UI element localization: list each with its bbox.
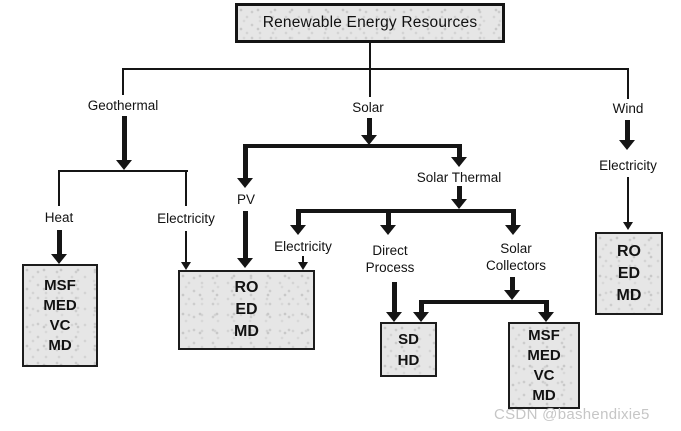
arrow-heat-to-box-shaft [57, 230, 62, 254]
arrow-collectors-to-sd-head [413, 312, 429, 322]
box-line: MED [527, 346, 561, 364]
node-solar-thermal: Solar Thermal [416, 170, 502, 185]
box-line: HD [397, 351, 420, 369]
box-line: ED [617, 264, 641, 282]
box-wind-electricity-technologies: RO ED MD [595, 232, 663, 315]
arrow-elecsolar-to-box-shaft [302, 256, 304, 263]
arrow-collectors-split-shaft [510, 277, 515, 290]
arrow-to-electricity-solar-head [290, 225, 306, 235]
connector-solar-elbow [243, 144, 462, 148]
arrow-direct-to-sd-head [386, 312, 402, 322]
watermark: CSDN @bashendixie5 [494, 406, 650, 423]
box-line: MD [234, 323, 259, 340]
label-line: Collectors [485, 258, 547, 273]
node-electricity-wind: Electricity [599, 158, 657, 173]
arrow-to-solar-thermal-head [451, 157, 467, 167]
page-title: Renewable Energy Resources [262, 14, 478, 31]
connector-solar-thermal-elbow [296, 209, 516, 213]
box-line: MSF [528, 326, 560, 344]
box-solar-electricity-technologies: RO ED MD [178, 270, 315, 350]
arrow-to-pv-shaft [243, 144, 248, 178]
arrow-geothermal-split-head [116, 160, 132, 170]
connector-to-heat [58, 170, 60, 206]
connector-trunk-horizontal [122, 68, 629, 70]
box-line: MD [48, 336, 72, 354]
box-geothermal-heat-technologies: MSF MED VC MD [22, 264, 98, 367]
connector-to-wind [627, 68, 629, 99]
arrow-collectors-to-msf-shaft [544, 300, 549, 312]
node-wind: Wind [612, 101, 644, 116]
connector-to-solar [369, 68, 371, 97]
arrow-direct-to-sd-shaft [392, 282, 397, 312]
arrow-to-solar-thermal-shaft [457, 144, 462, 157]
node-electricity-solar: Electricity [274, 239, 332, 254]
box-line: RO [617, 242, 641, 260]
arrow-elecwind-to-box-shaft [627, 177, 629, 222]
arrow-to-solar-collectors-shaft [511, 209, 516, 225]
arrow-geothermal-split-shaft [122, 116, 127, 160]
connector-title-down [369, 41, 371, 69]
arrow-heat-to-box-head [51, 254, 67, 264]
arrow-elecwind-to-box-head [623, 222, 633, 230]
label-line: Process [365, 260, 415, 275]
arrow-solar-split-head [361, 135, 377, 145]
arrow-collectors-split-head [504, 290, 520, 300]
arrow-to-direct-process-shaft [386, 209, 391, 225]
arrow-wind-to-electricity-shaft [625, 120, 630, 140]
connector-to-electricity-geo [185, 170, 187, 206]
box-line: ED [235, 301, 258, 318]
connector-geothermal-elbow [58, 170, 188, 172]
node-geothermal: Geothermal [87, 98, 159, 113]
connector-collectors-elbow [419, 300, 549, 304]
box-line: VC [533, 366, 555, 384]
arrow-to-solar-collectors-head [505, 225, 521, 235]
node-pv: PV [236, 192, 256, 207]
arrow-to-pv-head [237, 178, 253, 188]
arrow-elecgeo-to-box-shaft [185, 231, 187, 262]
arrow-collectors-to-sd-shaft [419, 300, 424, 312]
node-direct-process: Direct Process [366, 242, 415, 276]
connector-to-geothermal [122, 68, 124, 95]
node-solar-collectors: Solar Collectors [486, 240, 546, 274]
box-line: MED [43, 296, 77, 314]
label-line: Solar [500, 241, 532, 256]
arrow-to-electricity-solar-shaft [296, 209, 301, 225]
node-solar: Solar [352, 100, 384, 115]
box-line: MD [616, 286, 642, 304]
box-solar-collectors-technologies: MSF MED VC MD [508, 322, 580, 409]
arrow-solar-thermal-split-head [451, 199, 467, 209]
arrow-wind-to-electricity-head [619, 140, 635, 150]
box-direct-process-technologies: SD HD [380, 322, 437, 377]
arrow-pv-to-box-head [237, 258, 253, 268]
node-electricity-geothermal: Electricity [157, 211, 215, 226]
box-line: VC [49, 316, 71, 334]
label-line: Direct [372, 243, 408, 258]
arrow-solar-thermal-split-shaft [457, 186, 462, 199]
box-line: RO [234, 279, 259, 296]
arrow-elecsolar-to-box-head [298, 262, 308, 270]
arrow-pv-to-box-shaft [243, 211, 248, 258]
box-line: MD [532, 386, 556, 404]
box-line: MSF [44, 276, 76, 294]
title-box: Renewable Energy Resources [235, 3, 505, 43]
node-heat: Heat [44, 210, 74, 225]
arrow-elecgeo-to-box-head [181, 262, 191, 270]
box-line: SD [398, 330, 419, 348]
arrow-solar-split-shaft [367, 118, 372, 135]
arrow-collectors-to-msf-head [538, 312, 554, 322]
arrow-to-direct-process-head [380, 225, 396, 235]
